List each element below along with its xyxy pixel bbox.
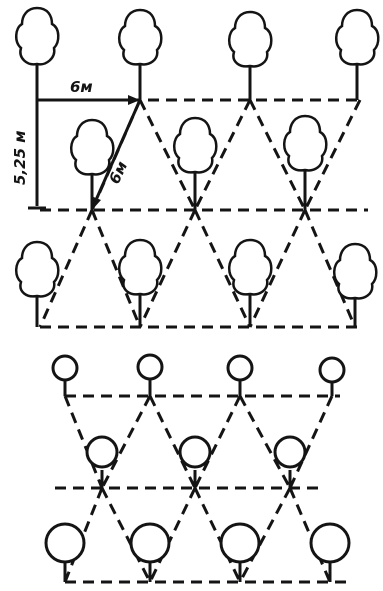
tree bbox=[119, 240, 161, 327]
tree bbox=[16, 8, 58, 100]
tree bbox=[16, 242, 58, 327]
circle-plant bbox=[87, 437, 117, 488]
circle-row-2 bbox=[87, 437, 305, 488]
tree bbox=[284, 116, 326, 210]
tree bbox=[336, 10, 378, 100]
circle-plant bbox=[311, 524, 349, 582]
circle-plant bbox=[180, 437, 210, 488]
tree-row-2 bbox=[71, 116, 326, 210]
dimension-horizontal: 6м bbox=[37, 78, 140, 105]
circle-plant bbox=[228, 356, 252, 396]
tree bbox=[334, 244, 376, 327]
tree bbox=[119, 10, 161, 100]
circle-row-3 bbox=[46, 524, 349, 582]
circle-plant bbox=[131, 524, 169, 582]
circle-plant bbox=[138, 355, 162, 396]
tree bbox=[174, 118, 216, 210]
circle-plant bbox=[46, 524, 84, 582]
tree bbox=[71, 120, 113, 210]
circle-plant bbox=[275, 437, 305, 488]
row-spacing-label: 5,25 м bbox=[11, 131, 29, 186]
diagonals-rows-5-6 bbox=[65, 488, 330, 582]
horizontal-spacing-label: 6м bbox=[70, 78, 93, 96]
bottom-scheme bbox=[46, 355, 350, 582]
dimension-vertical: 5,25 м bbox=[11, 100, 46, 208]
circle-plant bbox=[221, 524, 259, 582]
diagonals-rows-2-3 bbox=[40, 210, 355, 327]
tree bbox=[229, 12, 271, 100]
tree bbox=[229, 240, 271, 327]
top-scheme: 6м 6м 5,25 м bbox=[11, 8, 378, 327]
circle-plant bbox=[53, 356, 77, 396]
circle-row-1 bbox=[53, 355, 344, 396]
circle-plant bbox=[320, 358, 344, 396]
